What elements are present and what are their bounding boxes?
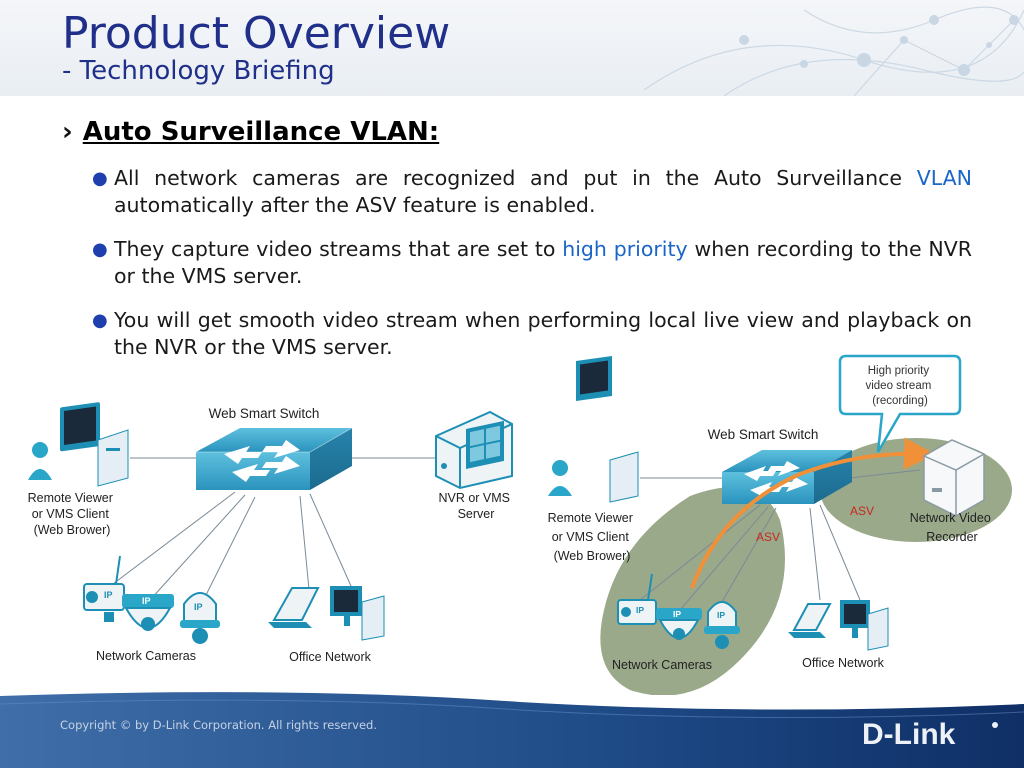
bullet-highlight: VLAN (916, 166, 972, 190)
office-network-icon (268, 586, 385, 641)
chevron-right-icon: › (62, 117, 73, 147)
camera-badge: IP (142, 596, 151, 606)
bullet-text-part: You will get smooth video stream when pe… (114, 308, 972, 359)
right-office-label: Office Network (802, 656, 884, 670)
bullet-text-part: They capture video streams that are set … (114, 237, 563, 261)
camera-badge: IP (104, 590, 113, 600)
bullet-item: ● You will get smooth video stream when … (92, 307, 972, 361)
bullet-text-part: when recording to the NVR or the VMS ser… (114, 237, 972, 288)
header-decoration (643, 6, 1024, 96)
dome-camera-icon: IP (656, 608, 702, 640)
box-camera-icon: IP (83, 555, 125, 622)
bullet-text-part: All network cameras are recognized and p… (114, 166, 917, 190)
priority-callout: High priority video stream (recording) (838, 354, 962, 453)
camera-badge: IP (673, 609, 681, 619)
office-network-icon (788, 600, 889, 651)
dome-camera-icon: IP (122, 594, 174, 631)
section-title: Auto Surveillance VLAN: (82, 117, 440, 147)
right-diagram: High priority video stream (recording) R… (548, 354, 1012, 695)
page-title: Product Overview (62, 8, 451, 59)
right-links (639, 469, 921, 611)
camera-badge: IP (717, 610, 725, 620)
left-cameras-label: Network Cameras (96, 649, 196, 663)
nvr-server-icon (435, 410, 513, 490)
right-switch-label: Web Smart Switch (708, 427, 819, 442)
remote-viewer-icon (28, 402, 129, 487)
section-heading: › Auto Surveillance VLAN: (62, 112, 439, 152)
asv-label: ASV (756, 530, 780, 544)
right-remote-viewer-label: Remote Viewer or VMS Client (Web Brower) (548, 511, 637, 563)
bullet-list: ● All network cameras are recognized and… (92, 165, 972, 378)
bullet-highlight: high priority (562, 237, 688, 261)
ptz-camera-icon: IP (180, 592, 220, 644)
bullet-dot-icon: ● (92, 310, 108, 331)
left-remote-viewer-label: Remote Viewer or VMS Client (Web Brower) (28, 491, 117, 537)
right-nvr-label: Network Video Recorder (910, 511, 995, 544)
left-links (104, 457, 440, 601)
bullet-item: ● They capture video streams that are se… (92, 236, 972, 290)
priority-stream-arrow (690, 437, 936, 589)
page-subtitle: - Technology Briefing (62, 56, 335, 86)
remote-viewer-icon (548, 355, 639, 503)
camera-badge: IP (194, 602, 203, 612)
asv-zone-cameras (600, 487, 785, 695)
bullet-dot-icon: ● (92, 168, 108, 189)
asv-label: ASV (850, 504, 874, 518)
slide-header: Product Overview - Technology Briefing (0, 0, 1024, 96)
bullet-text: All network cameras are recognized and p… (114, 165, 972, 219)
network-diagram: Remote Viewer or VMS Client (Web Brower)… (28, 354, 1012, 695)
bullet-item: ● All network cameras are recognized and… (92, 165, 972, 219)
copyright-text: Copyright © by D-Link Corporation. All r… (60, 718, 377, 732)
switch-icon (196, 427, 353, 490)
svg-text:High priority video st: High priority video stream (recording) (865, 365, 934, 407)
bullet-text: You will get smooth video stream when pe… (114, 307, 972, 361)
left-diagram: Remote Viewer or VMS Client (Web Brower)… (28, 402, 513, 664)
left-switch-label: Web Smart Switch (209, 406, 320, 421)
left-office-label: Office Network (289, 650, 371, 664)
bullet-text: They capture video streams that are set … (114, 236, 972, 290)
camera-badge: IP (636, 605, 644, 615)
bullet-text-part: automatically after the ASV feature is e… (114, 193, 596, 217)
right-cameras-label: Network Cameras (612, 658, 712, 672)
box-camera-icon: IP (617, 573, 657, 625)
logo-registered-mark (992, 722, 998, 728)
left-nvr-label: NVR or VMS Server (438, 491, 513, 521)
dlink-logo: D-Link (862, 718, 956, 751)
footer-band (0, 692, 1024, 768)
nvr-icon (923, 439, 985, 517)
bullet-dot-icon: ● (92, 239, 108, 260)
ptz-camera-icon: IP (704, 601, 740, 649)
